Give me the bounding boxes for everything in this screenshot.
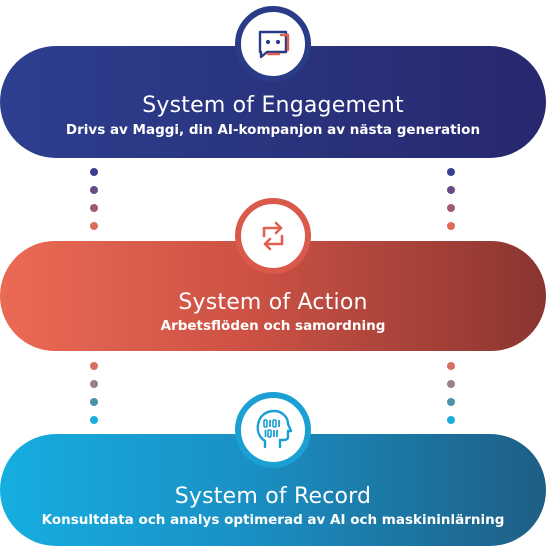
engagement-title: System of Engagement <box>142 93 404 118</box>
record-subtitle: Konsultdata och analys optimerad av AI o… <box>41 512 505 528</box>
connector-dot <box>90 380 98 388</box>
connector-dot <box>447 168 455 176</box>
connector-dot <box>447 398 455 406</box>
action-subtitle: Arbetsflöden och samordning <box>160 318 386 334</box>
record-icon-badge <box>235 392 311 468</box>
engagement-subtitle: Drivs av Maggi, din AI-kompanjon av näst… <box>65 122 481 138</box>
connector-dot <box>90 362 98 370</box>
record-title: System of Record <box>174 484 372 509</box>
connector-dot <box>90 398 98 406</box>
connector-dot <box>447 380 455 388</box>
cycle-arrows-icon <box>262 221 284 251</box>
connector-dot <box>90 186 98 194</box>
connector-dot <box>90 416 98 424</box>
connector-dot <box>447 186 455 194</box>
engagement-icon-badge <box>235 6 311 82</box>
connector-dot <box>447 416 455 424</box>
connector-dot <box>447 362 455 370</box>
connector-dot <box>447 204 455 212</box>
action-icon-badge <box>235 198 311 274</box>
connector-dot <box>90 222 98 230</box>
ai-head-binary-icon <box>256 409 293 449</box>
connector-dot <box>447 222 455 230</box>
connector-dot <box>90 204 98 212</box>
connector-dot <box>90 168 98 176</box>
action-title: System of Action <box>178 290 368 315</box>
chat-bot-icon <box>258 30 290 59</box>
